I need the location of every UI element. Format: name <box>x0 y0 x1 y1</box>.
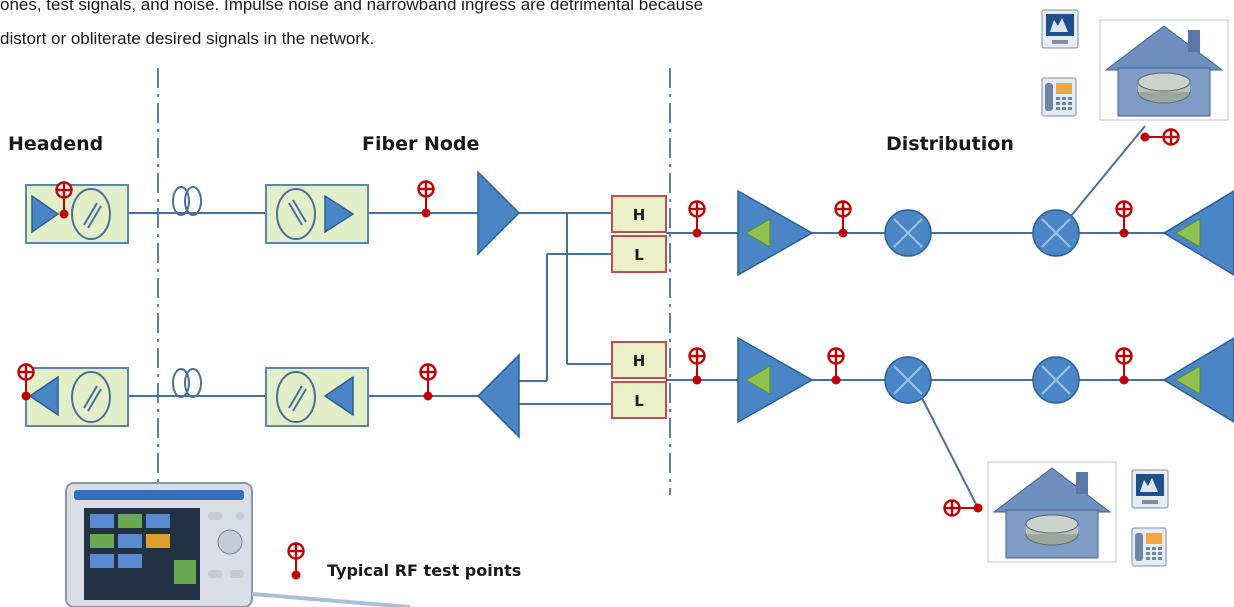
headend-receiver <box>25 367 129 427</box>
tap-icon <box>1032 356 1080 404</box>
tap-icon <box>884 356 932 404</box>
return-path <box>25 353 612 439</box>
distribution-line-top <box>666 125 1234 277</box>
tap-icon <box>884 209 932 257</box>
house-icon <box>1099 19 1229 121</box>
section-label-fiber-node: Fiber Node <box>362 133 479 155</box>
headend-transmitter <box>25 184 129 244</box>
intro-line-1: ones, test signals, and noise. Impulse n… <box>0 0 704 14</box>
subscriber-top <box>1041 9 1229 121</box>
fiber-coil-icon <box>172 368 202 398</box>
diplexer-top: H L <box>611 195 667 273</box>
diplexer-high-label: H <box>633 352 646 370</box>
node-receiver <box>265 184 369 244</box>
rf-test-point-icon <box>943 499 984 517</box>
diplexer-high-label: H <box>633 206 646 224</box>
rf-test-point-icon <box>1139 128 1180 146</box>
house-icon <box>987 461 1117 563</box>
meter-cable <box>251 592 411 607</box>
diplexer-low-label: L <box>634 246 644 264</box>
legend-test-point-label: Typical RF test points <box>327 561 521 580</box>
section-label-headend: Headend <box>8 133 103 155</box>
diplexer-bottom: H L <box>611 341 667 419</box>
signal-meter-icon <box>65 482 253 607</box>
subscriber-bottom <box>987 461 1169 567</box>
phone-icon <box>1041 77 1077 117</box>
tv-icon <box>1041 9 1079 49</box>
rf-test-point-icon <box>287 542 305 581</box>
phone-icon <box>1131 527 1167 567</box>
distribution-line-bottom <box>666 336 1234 509</box>
diplexer-low-label: L <box>634 392 644 410</box>
tv-icon <box>1131 469 1169 509</box>
line-amplifier <box>737 336 814 424</box>
legend: Typical RF test points <box>287 542 521 581</box>
tap-icon <box>1032 209 1080 257</box>
node-forward-amplifier <box>477 170 521 256</box>
node-return-transmitter <box>265 367 369 427</box>
forward-path <box>25 170 612 381</box>
section-label-distribution: Distribution <box>886 133 1014 155</box>
line-amplifier <box>737 189 814 277</box>
fiber-coil-icon <box>172 186 202 216</box>
node-return-amplifier <box>476 353 520 439</box>
intro-line-2: distort or obliterate desired signals in… <box>0 29 375 48</box>
